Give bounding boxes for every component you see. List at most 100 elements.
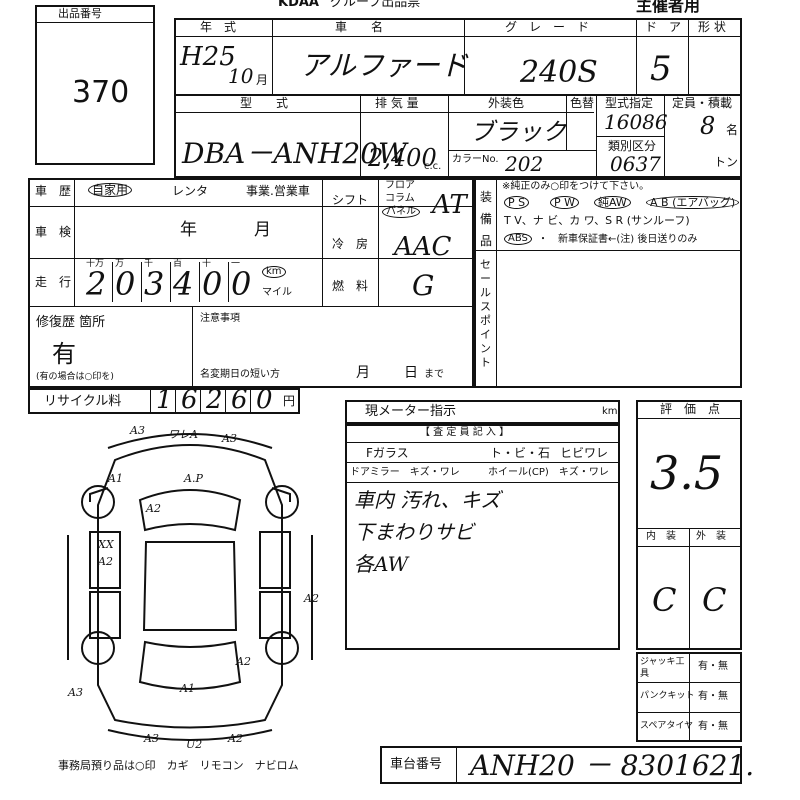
exterior-value: C [702,581,727,619]
history-label: 車 歴 [35,184,72,198]
mark-front-a3: A3 [129,424,145,437]
chassis-box [380,746,742,784]
grade-label: グ レ ー ド [505,20,590,34]
mark-left-a3: A3 [67,686,83,699]
ext-color-label: 外装色 [488,96,525,110]
mark-front-a3-r: A3 [221,432,237,445]
mileage-digit-divider [228,262,229,302]
meter-unit: km [602,406,618,417]
repair-note: (有の場合は○印を) [36,372,114,382]
ton-unit: トン [714,155,739,169]
header-sponsor: 主催者用 [636,0,701,15]
car-roof [142,541,238,631]
type-designation-value: 16086 [604,110,668,134]
recycle-digit: 1 [156,385,173,415]
f-glass-label: Fガラス [366,446,409,460]
color-no-label: カラーNo. [452,154,499,165]
category-label: 類別区分 [608,139,657,153]
capacity-value: 8 [700,112,716,140]
month-unit: 月 [256,73,269,87]
capacity-unit: 名 [726,123,739,137]
recycle-digit-divider [150,390,151,412]
recycle-unit: 円 [283,394,296,408]
header-brand: KDAA [278,0,319,10]
mileage-digit-label: 百 [173,259,183,269]
car-windshield [138,489,242,532]
wheel-front-right [265,485,299,519]
jack-label: ジャッキ工具 [640,657,685,679]
km-unit: km [262,266,286,278]
header-group: グループ出品票 [330,0,421,10]
crack-label: ヒビワレ [560,446,609,460]
door-left-rear [89,591,121,639]
name-label: 車 名 [335,20,384,34]
year-label: 年 式 [200,20,237,34]
mark-front-ware: ワレA [168,428,198,441]
repaint-label: 色替 [570,96,595,110]
score-label: 評 価 点 [660,402,721,416]
ext-color-value: ブラック [470,118,566,146]
repair-value: 有 [52,340,76,368]
mileage-digit: 2 [86,265,107,303]
jack-yes-no: 有・無 [698,661,728,672]
hole-label: ト・ビ・石 [490,446,551,460]
door-right-rear [259,591,291,639]
inspector-note-1: 車内 汚れ、キズ [354,488,501,512]
mirror-left [89,487,109,502]
shift-panel: パネル [382,206,420,218]
model-value: DBA－ANH20W [182,137,407,170]
mark-xx: XX [97,538,115,551]
mark-bottom-u2: U2 [186,738,202,750]
equipment-option: P W [550,196,580,209]
equipment-option: A B (エアバッグ) [646,196,740,209]
car-rear-bumper [107,729,273,741]
recycle-digit-divider [175,390,176,412]
mileage-digit: 0 [202,265,223,303]
notes-label: 注意事項 [200,313,240,324]
rental-option: レンタ [172,184,209,198]
car-rear-window [138,640,242,690]
footer-note: 事務局預り品は○印 カギ リモコン ナビロム [58,759,299,772]
interior-label: 内 装 [646,531,676,542]
inspector-label: 【 査 定 員 記 入 】 [420,427,510,438]
repair-label: 修復歴 箇所 [36,315,106,330]
type-designation-label: 型式指定 [605,96,654,110]
displacement-value: 2,400 [368,144,437,172]
shift-label: シフト [332,193,369,207]
doors-value: 5 [650,49,672,89]
mileage-label: 走 行 [35,275,72,289]
year-value: H25 [180,42,236,72]
wheel-front-left [81,485,115,519]
inspector-box [345,424,620,650]
lot-label: 出品番号 [58,7,102,20]
car-body-outline [97,444,283,729]
mileage-digit: 4 [173,265,194,303]
mileage-digit-divider [170,262,171,302]
recycle-digit: 6 [231,385,248,415]
recycle-digit: 2 [206,385,223,415]
history-block [28,178,474,388]
inspector-note-3: 各AW [354,552,409,576]
spare-label: スペアタイヤ [640,721,694,731]
name-change-label: 名変期日の短い方 [200,369,280,380]
car-diagram: A3 ワレA A3 A1 A2 A.P XX A2 A2 A2 A3 A1 A3… [67,424,319,750]
month-value: 10 [228,64,254,88]
lot-number: 370 [72,75,130,110]
spare-yes-no: 有・無 [698,721,728,732]
mileage-digit-divider [141,262,142,302]
equipment-option: P S [504,196,530,209]
recycle-label: リサイクル料 [44,394,122,409]
door-right-front [259,531,291,589]
shift-value: AT [432,190,467,220]
mirror-right [271,487,291,502]
car-name: アルファード [300,49,468,82]
door-left-front [89,531,121,589]
vehicle-row2 [174,94,742,178]
grade-value: 240S [520,55,598,90]
displacement-label: 排 気 量 [375,96,419,110]
lot-box [35,5,155,165]
mileage-digit: 0 [231,265,252,303]
mirror-label: ドアミラー キズ・ワレ [350,467,460,478]
business-option: 事業.営業車 [246,184,310,198]
mark-a1: A1 [107,472,123,485]
